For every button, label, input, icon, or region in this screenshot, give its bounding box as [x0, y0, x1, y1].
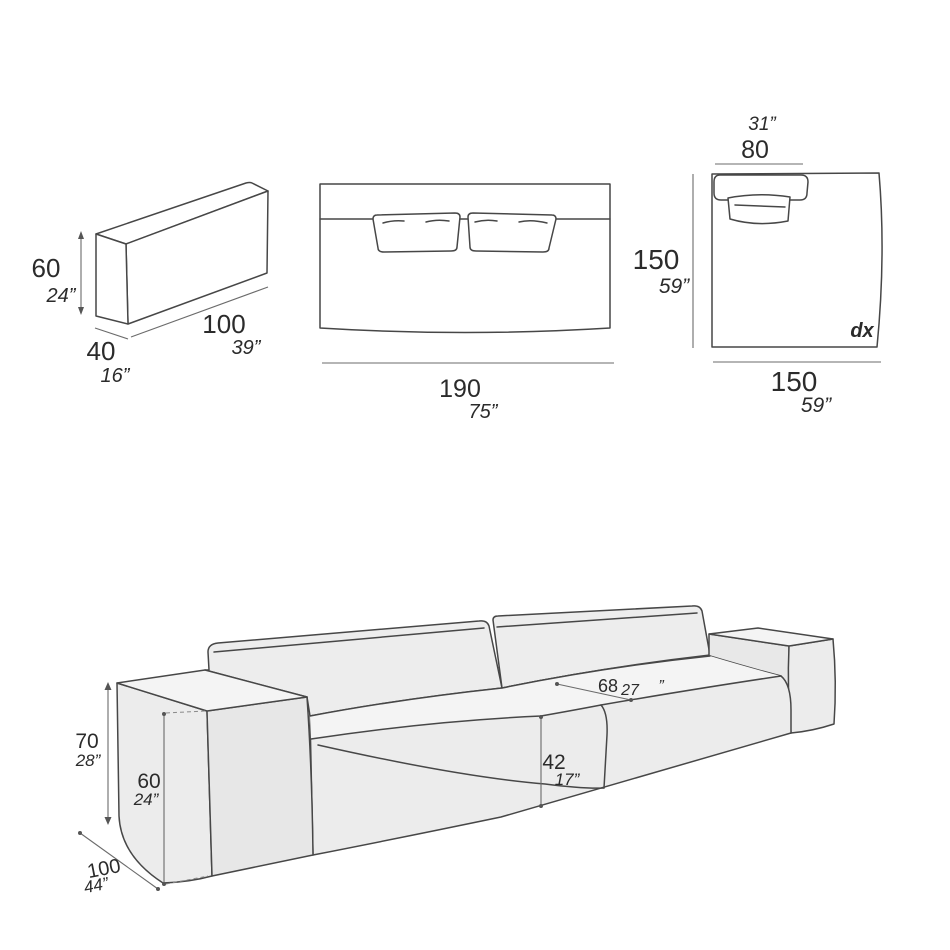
seat-height-dot-bottom — [539, 804, 543, 808]
cushion-right-seam-2 — [518, 219, 548, 224]
depth-in: 44” — [82, 874, 111, 898]
front-view-width-in: 75” — [469, 401, 499, 423]
front-view-body — [319, 183, 611, 334]
seat-top-surface — [310, 656, 781, 739]
seat-front-top-edge-left — [310, 704, 602, 740]
block-height-arrow-bottom — [78, 307, 84, 315]
block-width-in: 39” — [232, 337, 262, 359]
height-cm: 70 — [75, 730, 98, 753]
seat-height-in: 17” — [555, 770, 581, 789]
seat-back-edge-right — [501, 655, 711, 689]
top-view-depth-in: 59” — [659, 275, 690, 298]
front-view-cushion-left — [372, 212, 461, 253]
height-arrow-bottom — [104, 817, 112, 825]
top-view-cushion-seam — [734, 204, 786, 208]
block-height-in: 24” — [46, 285, 77, 307]
depth-dim-line — [79, 832, 159, 890]
seat-depth-cm: 68 — [598, 676, 618, 696]
top-view-dx-label: dx — [850, 320, 874, 342]
front-view-cushion-right — [467, 212, 557, 253]
back-cushion-block-diagram: 60 24” 40 16” 100 39” — [32, 181, 269, 387]
seat-height-dot-top — [539, 715, 543, 719]
seat-depth-dim-line — [556, 683, 632, 701]
cushion-left-seam-2 — [425, 219, 450, 223]
right-arm-top-face — [708, 627, 834, 647]
block-top-face — [95, 181, 269, 245]
seat-front-top-edge-right — [600, 675, 782, 706]
seat-depth-in: 27 — [620, 682, 640, 699]
depth-dot-top — [78, 831, 82, 835]
front-view-diagram: 190 75” — [319, 183, 614, 423]
arm-height-cm: 60 — [137, 770, 160, 793]
block-depth-dim-line — [94, 327, 129, 340]
block-width-cm: 100 — [202, 309, 245, 339]
front-view-width-cm: 190 — [439, 375, 481, 403]
back-cushion-left-top-seam — [213, 627, 485, 653]
arm-height-dash-bottom — [165, 875, 209, 885]
top-view-back-cm: 80 — [741, 136, 769, 164]
arm-height-in: 24” — [133, 790, 160, 809]
block-depth-cm: 40 — [87, 336, 116, 366]
top-view-width-in: 59” — [801, 394, 832, 417]
top-view-cushion — [727, 194, 791, 225]
seat-depth-inch-mark: ” — [658, 678, 664, 695]
seat-back-edge-left — [309, 687, 503, 717]
depth-dot-bottom — [156, 887, 160, 891]
back-cushion-right-top-seam — [496, 612, 698, 628]
top-view-width-cm: 150 — [771, 366, 818, 397]
seat-base-seam — [317, 744, 605, 789]
block-left-face — [95, 233, 129, 325]
arm-height-dot-bottom — [162, 882, 166, 886]
height-arrow-top — [104, 682, 112, 690]
left-arm-right-face — [206, 696, 314, 877]
block-depth-in: 16” — [101, 365, 131, 387]
height-in: 28” — [75, 751, 102, 770]
seat-height-cm: 42 — [542, 751, 565, 774]
left-arm-top-face — [116, 669, 308, 712]
arm-height-dot-top — [162, 712, 166, 716]
block-height-arrow-top — [78, 231, 84, 239]
perspective-diagram: 70 28” 60 24” 100 44” 42 17” 68 27 ” — [75, 605, 837, 898]
seat-depth-dot-right — [629, 698, 633, 702]
block-width-dim-line — [130, 286, 269, 338]
top-view-depth-cm: 150 — [633, 244, 680, 275]
seat-module-seam — [600, 704, 608, 789]
right-arm-right-face — [787, 638, 837, 734]
top-view-backrest — [713, 174, 809, 201]
cushion-left-seam-1 — [382, 220, 405, 224]
block-height-cm: 60 — [32, 253, 61, 283]
top-view-diagram: 31” 80 150 59” 150 59” dx — [633, 114, 883, 417]
top-view-back-in: 31” — [748, 114, 777, 135]
seat-depth-dot-left — [555, 682, 559, 686]
cushion-right-seam-1 — [474, 219, 498, 223]
